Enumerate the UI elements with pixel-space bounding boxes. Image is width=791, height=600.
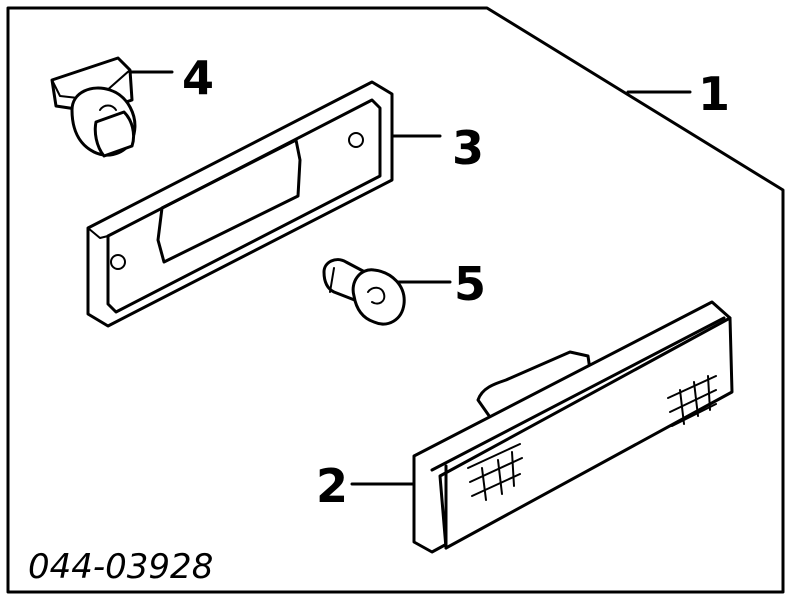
callout-3: 3 [452,121,484,175]
gasket-part [86,80,394,328]
lens-part [412,300,734,554]
part-number: 044-03928 [28,547,213,587]
callout-2: 2 [316,459,348,513]
callout-1: 1 [698,67,730,121]
socket-part [50,56,137,158]
callout-5: 5 [454,257,486,311]
bulb-part [322,258,406,326]
callout-4: 4 [182,51,214,105]
assembly-boundary [6,6,785,594]
